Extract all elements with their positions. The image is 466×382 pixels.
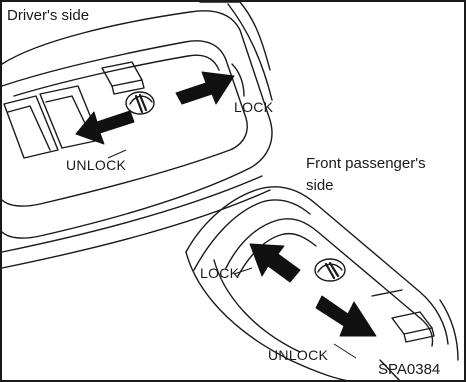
- driver-door-panel: [2, 2, 272, 268]
- driver-lock-label: LOCK: [234, 99, 274, 115]
- passenger-unlock-label: UNLOCK: [268, 347, 329, 363]
- driver-side-label: Driver's side: [7, 7, 89, 24]
- passenger-unlock-arrow: [316, 296, 376, 336]
- driver-unlock-arrow: [76, 111, 134, 144]
- passenger-side-label-line1: Front passenger's: [306, 155, 426, 172]
- driver-unlock-label: UNLOCK: [66, 157, 127, 173]
- passenger-unlock-leader: [334, 344, 356, 358]
- driver-lock-arrow: [176, 72, 234, 104]
- passenger-side-label-line2: side: [306, 177, 334, 194]
- passenger-lock-arrow: [250, 244, 300, 282]
- passenger-lock-label: LOCK: [200, 265, 240, 281]
- figure-code: SPA0384: [378, 361, 440, 378]
